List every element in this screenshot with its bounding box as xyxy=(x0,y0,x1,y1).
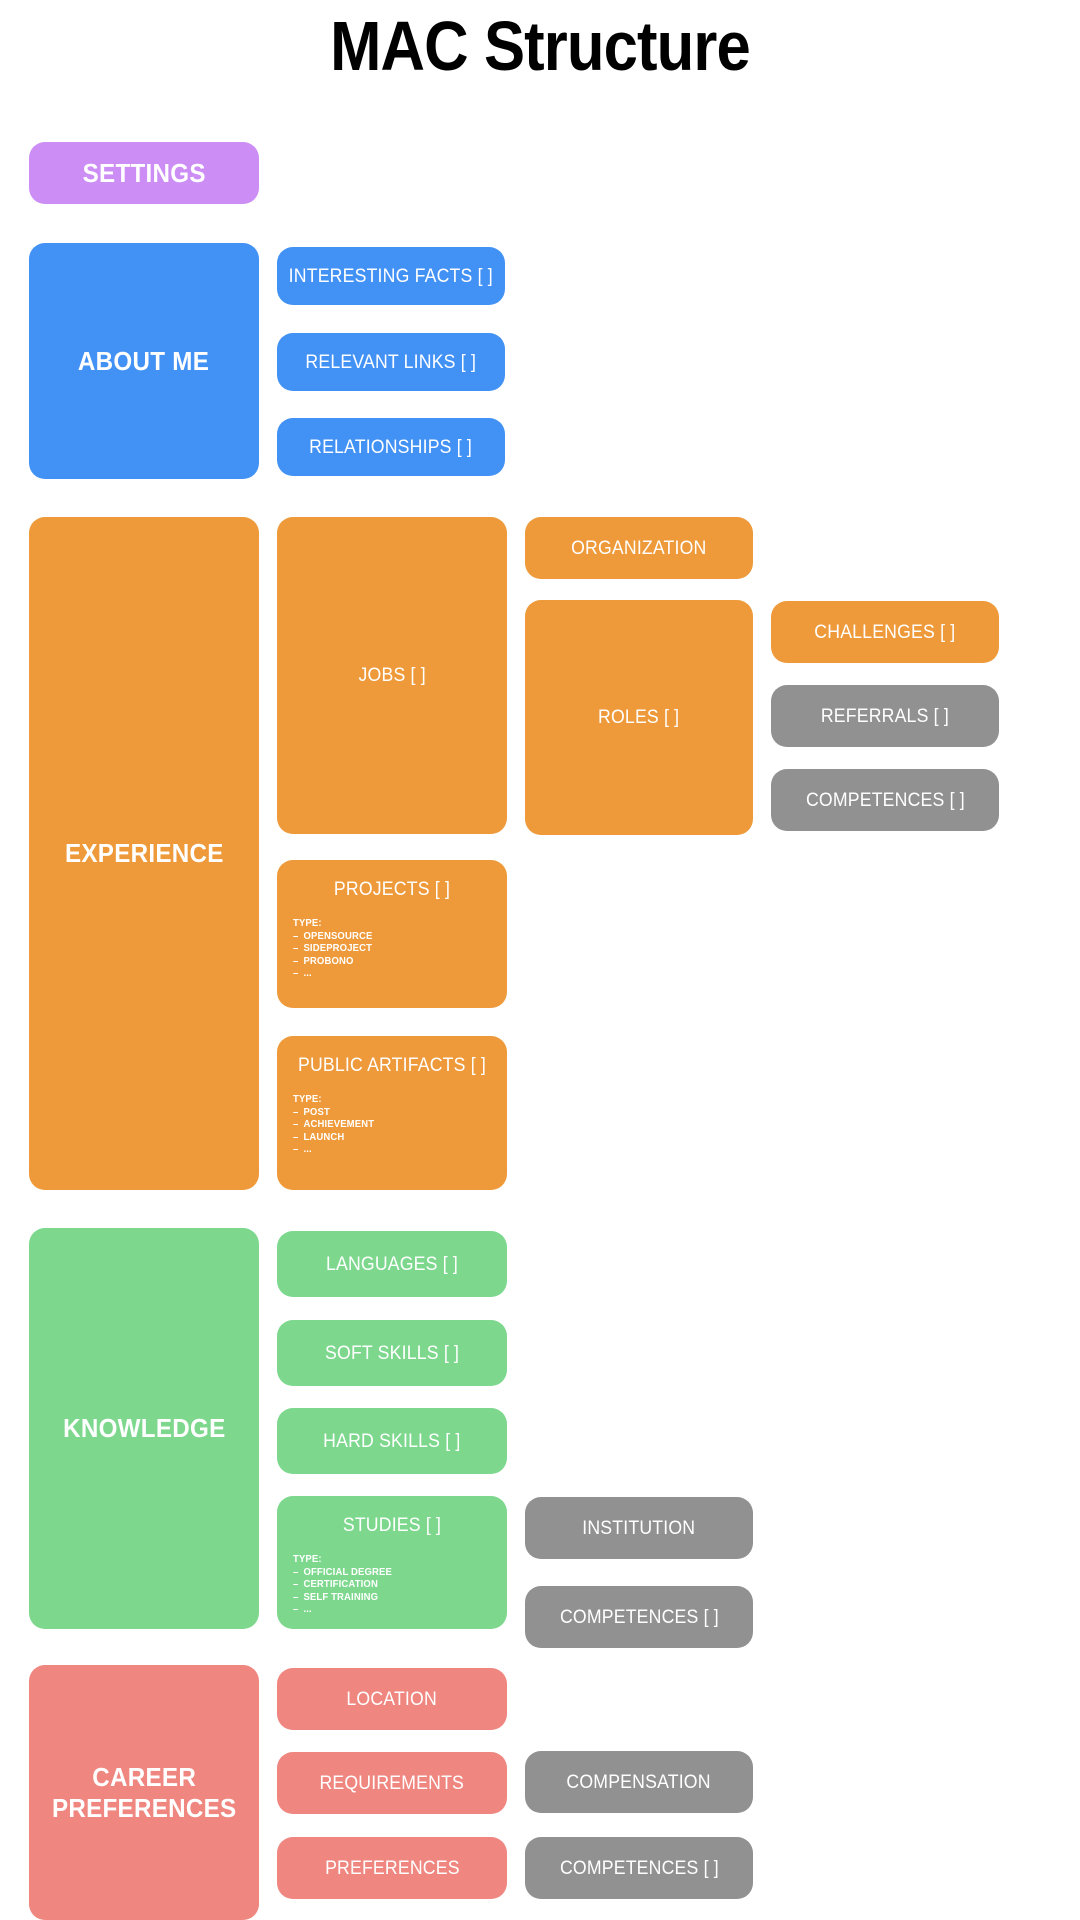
about-me-label: ABOUT ME xyxy=(78,345,210,376)
public-artifacts-type-item: –... xyxy=(293,1144,312,1156)
career-preferences-label-line2: PREFERENCES xyxy=(51,1792,237,1823)
requirements-label: REQUIREMENTS xyxy=(319,1772,465,1794)
jobs-label: JOBS [ ] xyxy=(358,665,426,686)
interesting-facts-box[interactable]: INTERESTING FACTS [ ] xyxy=(277,247,505,305)
organization-box[interactable]: ORGANIZATION xyxy=(525,517,753,579)
studies-label: STUDIES [ ] xyxy=(342,1515,442,1536)
relationships-box[interactable]: RELATIONSHIPS [ ] xyxy=(277,418,505,476)
projects-type-item: –... xyxy=(293,968,312,980)
experience-label: EXPERIENCE xyxy=(64,838,224,868)
projects-type-item: –PROBONO xyxy=(293,955,354,967)
challenges-box[interactable]: CHALLENGES [ ] xyxy=(771,601,999,663)
roles-label: ROLES [ ] xyxy=(598,707,680,728)
location-label: LOCATION xyxy=(346,1688,438,1710)
public-artifacts-type-heading: TYPE: xyxy=(293,1094,322,1105)
hard-skills-label: HARD SKILLS [ ] xyxy=(323,1430,461,1452)
settings-label: SETTINGS xyxy=(82,157,206,188)
preferences-box[interactable]: PREFERENCES xyxy=(277,1837,507,1899)
page-title: MAC Structure xyxy=(330,7,751,85)
projects-type-item: –OPENSOURCE xyxy=(293,930,373,942)
knowledge-competences-box[interactable]: COMPETENCES [ ] xyxy=(525,1586,753,1648)
compensation-box[interactable]: COMPENSATION xyxy=(525,1751,753,1813)
hard-skills-box[interactable]: HARD SKILLS [ ] xyxy=(277,1408,507,1474)
studies-box[interactable]: STUDIES [ ] TYPE: –OFFICIAL DEGREE –CERT… xyxy=(277,1496,507,1629)
roles-box[interactable]: ROLES [ ] xyxy=(525,600,753,835)
organization-label: ORGANIZATION xyxy=(571,537,707,559)
studies-type-list: TYPE: –OFFICIAL DEGREE –CERTIFICATION –S… xyxy=(293,1554,496,1617)
projects-label: PROJECTS [ ] xyxy=(333,879,451,900)
career-preferences-label-line1: CAREER xyxy=(92,1761,196,1792)
projects-box[interactable]: PROJECTS [ ] TYPE: –OPENSOURCE –SIDEPROJ… xyxy=(277,860,507,1008)
preferences-label: PREFERENCES xyxy=(324,1857,460,1879)
about-me-box[interactable]: ABOUT ME xyxy=(29,243,259,479)
relevant-links-label: RELEVANT LINKS [ ] xyxy=(305,351,477,373)
projects-type-heading: TYPE: xyxy=(293,918,322,929)
projects-type-list: TYPE: –OPENSOURCE –SIDEPROJECT –PROBONO … xyxy=(293,918,496,981)
challenges-label: CHALLENGES [ ] xyxy=(814,621,956,643)
projects-type-item: –SIDEPROJECT xyxy=(293,943,373,955)
experience-box[interactable]: EXPERIENCE xyxy=(29,517,259,1190)
career-preferences-label: CAREER PREFERENCES xyxy=(52,1762,236,1824)
career-preferences-box[interactable]: CAREER PREFERENCES xyxy=(29,1665,259,1920)
institution-label: INSTITUTION xyxy=(582,1517,696,1539)
career-competences-label: COMPETENCES [ ] xyxy=(559,1857,719,1879)
languages-label: LANGUAGES [ ] xyxy=(325,1253,459,1275)
experience-competences-label: COMPETENCES [ ] xyxy=(805,789,965,811)
public-artifacts-box[interactable]: PUBLIC ARTIFACTS [ ] TYPE: –POST –ACHIEV… xyxy=(277,1036,507,1190)
studies-type-item: –OFFICIAL DEGREE xyxy=(293,1566,392,1578)
jobs-box[interactable]: JOBS [ ] xyxy=(277,517,507,834)
career-competences-box[interactable]: COMPETENCES [ ] xyxy=(525,1837,753,1899)
studies-type-item: –CERTIFICATION xyxy=(293,1579,378,1591)
public-artifacts-type-item: –LAUNCH xyxy=(293,1131,345,1143)
studies-type-item: –SELF TRAINING xyxy=(293,1591,379,1603)
public-artifacts-type-item: –POST xyxy=(293,1106,330,1118)
location-box[interactable]: LOCATION xyxy=(277,1668,507,1730)
studies-type-item: –... xyxy=(293,1604,312,1616)
relevant-links-box[interactable]: RELEVANT LINKS [ ] xyxy=(277,333,505,391)
knowledge-label: KNOWLEDGE xyxy=(62,1413,226,1443)
soft-skills-box[interactable]: SOFT SKILLS [ ] xyxy=(277,1320,507,1386)
public-artifacts-type-item: –ACHIEVEMENT xyxy=(293,1119,375,1131)
interesting-facts-label: INTERESTING FACTS [ ] xyxy=(288,265,494,287)
public-artifacts-type-list: TYPE: –POST –ACHIEVEMENT –LAUNCH –... xyxy=(293,1094,496,1157)
studies-type-heading: TYPE: xyxy=(293,1554,322,1565)
requirements-box[interactable]: REQUIREMENTS xyxy=(277,1752,507,1814)
referrals-box[interactable]: REFERRALS [ ] xyxy=(771,685,999,747)
knowledge-competences-label: COMPETENCES [ ] xyxy=(559,1606,719,1628)
knowledge-box[interactable]: KNOWLEDGE xyxy=(29,1228,259,1629)
languages-box[interactable]: LANGUAGES [ ] xyxy=(277,1231,507,1297)
settings-box[interactable]: SETTINGS xyxy=(29,142,259,204)
experience-competences-box[interactable]: COMPETENCES [ ] xyxy=(771,769,999,831)
referrals-label: REFERRALS [ ] xyxy=(820,705,950,727)
institution-box[interactable]: INSTITUTION xyxy=(525,1497,753,1559)
compensation-label: COMPENSATION xyxy=(566,1771,712,1793)
soft-skills-label: SOFT SKILLS [ ] xyxy=(324,1342,460,1364)
public-artifacts-label: PUBLIC ARTIFACTS [ ] xyxy=(297,1055,487,1076)
relationships-label: RELATIONSHIPS [ ] xyxy=(309,436,473,458)
